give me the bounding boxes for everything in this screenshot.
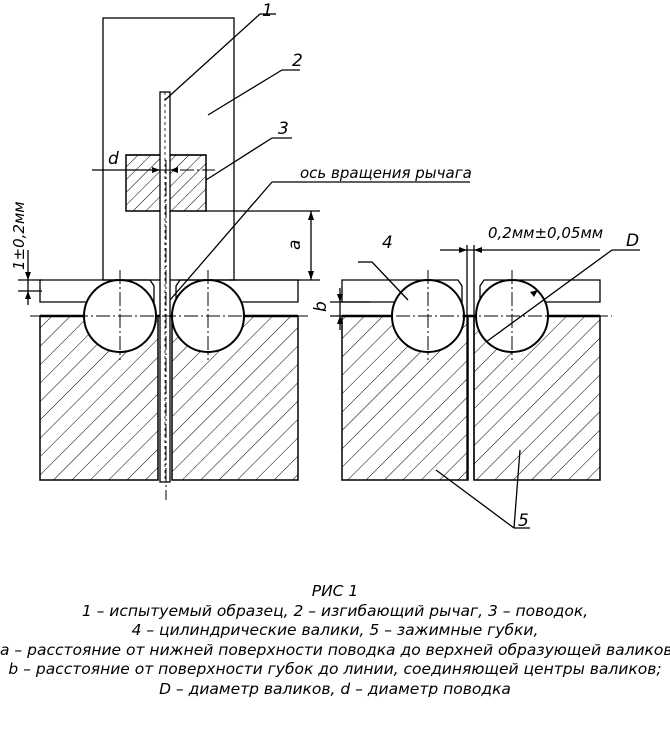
caption-line-2: 4 – цилиндрические валики, 5 – зажимные … <box>131 621 539 639</box>
gap-tolerance-label: 0,2мм±0,05мм <box>488 224 603 242</box>
dimension-b <box>330 288 370 330</box>
caption-line-5: D – диаметр валиков, d – диаметр поводка <box>159 679 511 698</box>
dimension-offset <box>18 250 42 305</box>
caption-line-3: a – расстояние от нижней поверхности пов… <box>0 640 670 659</box>
dimension-gap <box>440 247 600 253</box>
caption-line-1: 1 – испытуемый образец, 2 – изгибающий р… <box>81 601 589 620</box>
caption-title: РИС 1 <box>311 582 359 600</box>
callout-5: 5 <box>518 511 529 531</box>
dimension-a <box>206 210 320 281</box>
dimension-D <box>485 249 640 343</box>
rotation-axis-label: ось вращения рычага <box>300 164 472 182</box>
callout-2: 2 <box>292 51 303 71</box>
right-assembly <box>330 245 640 481</box>
callout-3: 3 <box>278 119 289 139</box>
dimension-d <box>92 167 178 173</box>
caption-line-4: b – расстояние от поверхности губок до л… <box>8 660 662 678</box>
left-assembly <box>18 17 320 500</box>
d-label: d <box>108 149 119 169</box>
b-label: b <box>311 301 331 312</box>
callout-1: 1 <box>262 1 273 21</box>
callout-4: 4 <box>382 233 393 253</box>
figure-caption: РИС 1 1 – испытуемый образец, 2 – изгиба… <box>0 582 670 699</box>
a-label: a <box>285 240 305 250</box>
leader-lines <box>164 13 530 529</box>
D-label: D <box>626 231 639 251</box>
test-specimen <box>159 91 171 483</box>
technical-drawing: 1 2 3 4 5 ось вращения рычага d a b D 1±… <box>10 1 640 531</box>
offset-tolerance-label: 1±0,2мм <box>10 201 28 270</box>
